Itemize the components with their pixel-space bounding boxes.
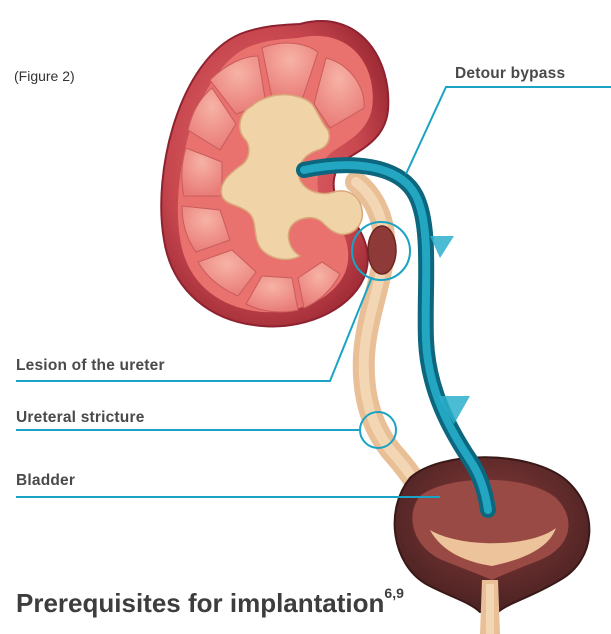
label-detour-bypass: Detour bypass — [455, 65, 565, 83]
section-heading-text: Prerequisites for implantation — [16, 588, 384, 618]
label-ureteral-stricture: Ureteral stricture — [16, 409, 145, 427]
label-lesion-of-ureter: Lesion of the ureter — [16, 357, 165, 375]
section-heading-reference: 6,9 — [384, 585, 403, 601]
figure-caption: (Figure 2) — [14, 68, 75, 84]
ureter-lesion — [368, 226, 396, 274]
label-bladder: Bladder — [16, 472, 75, 490]
section-heading: Prerequisites for implantation6,9 — [16, 588, 404, 619]
bladder — [395, 457, 590, 634]
